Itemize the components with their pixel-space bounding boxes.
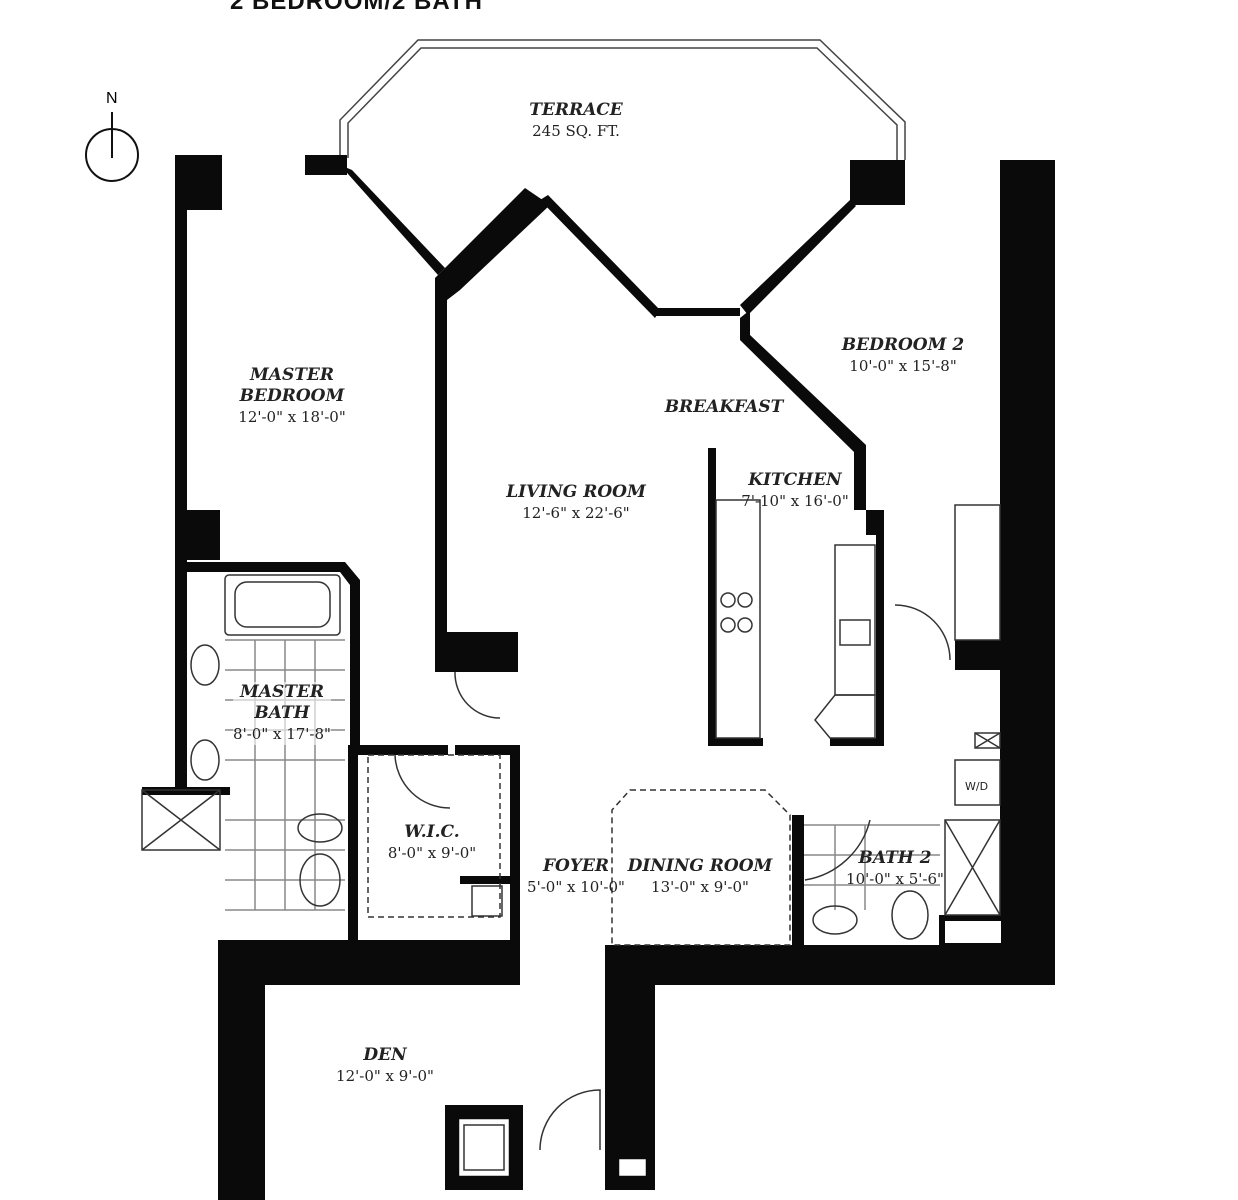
walls <box>142 155 1055 1200</box>
room-name: BREAKFAST <box>664 397 784 417</box>
toilet-icon <box>297 813 343 843</box>
room-label-master-bedroom: MASTER BEDROOM 12'-0" x 18'-0" <box>238 365 345 428</box>
door-swing <box>454 671 501 719</box>
sink-icon <box>839 619 871 646</box>
room-name: TERRACE <box>529 100 623 120</box>
room-label-kitchen: KITCHEN 7'-10" x 16'-0" <box>741 470 848 512</box>
door-swing <box>804 819 871 881</box>
room-name: FOYER <box>542 856 610 876</box>
room-name: KITCHEN <box>748 470 842 490</box>
shower-icon <box>944 819 1001 916</box>
bathtub-icon <box>224 574 341 636</box>
room-label-foyer: FOYER 5'-0" x 10'-0" <box>527 856 625 898</box>
room-size: 8'-0" x 17'-8" <box>233 725 331 743</box>
room-size: 245 SQ. FT. <box>532 122 620 140</box>
room-name: MASTER <box>239 682 325 702</box>
closet-rod <box>367 754 501 918</box>
room-label-breakfast: BREAKFAST <box>665 397 784 418</box>
room-name: BATH 2 <box>858 848 932 868</box>
room-size: 12'-6" x 22'-6" <box>522 504 630 522</box>
room-size: 5'-0" x 10'-0" <box>527 878 625 896</box>
room-label-den: DEN 12'-0" x 9'-0" <box>336 1045 434 1087</box>
washer-dryer <box>954 759 1001 806</box>
door-swing <box>539 1089 601 1151</box>
washer-dryer-label: W/D <box>965 780 988 793</box>
dining-area-outline <box>611 789 791 946</box>
room-label-dining-room: DINING ROOM 13'-0" x 9'-0" <box>628 856 773 898</box>
room-label-terrace: TERRACE 245 SQ. FT. <box>529 100 623 142</box>
room-name: MASTER <box>249 365 335 385</box>
room-name: BEDROOM <box>239 386 345 406</box>
room-label-master-bath: MASTER BATH 8'-0" x 17'-8" <box>233 682 331 745</box>
room-size: 12'-0" x 9'-0" <box>336 1067 434 1085</box>
room-label-living-room: LIVING ROOM 12'-6" x 22'-6" <box>506 482 646 524</box>
terrace-railing <box>339 39 906 160</box>
room-name: W.I.C. <box>404 822 460 842</box>
room-label-bedroom-2: BEDROOM 2 10'-0" x 15'-8" <box>842 335 964 377</box>
fireplace-icon <box>463 1124 505 1171</box>
room-label-wic: W.I.C. 8'-0" x 9'-0" <box>388 822 476 864</box>
shower-icon <box>141 789 221 851</box>
room-size: 8'-0" x 9'-0" <box>387 844 477 862</box>
room-name: BEDROOM 2 <box>841 335 965 355</box>
sink-icon <box>190 739 220 781</box>
toilet-icon <box>891 890 929 940</box>
room-name: BATH <box>254 703 310 723</box>
plan-title: 2 BEDROOM/2 BATH <box>230 0 483 15</box>
room-size: 7'-10" x 16'-0" <box>741 492 849 510</box>
room-name: DINING ROOM <box>627 856 773 876</box>
door-swing <box>394 754 451 809</box>
sink-icon <box>190 644 220 686</box>
room-size: 12'-0" x 18'-0" <box>238 408 346 426</box>
door-swing <box>894 604 951 661</box>
room-name: LIVING ROOM <box>506 482 646 502</box>
north-label: N <box>106 90 118 107</box>
sink-icon <box>471 885 503 917</box>
sink-icon <box>812 905 858 935</box>
room-label-bath-2: BATH 2 10'-0" x 5'-6" <box>846 848 944 890</box>
room-name: DEN <box>363 1045 407 1065</box>
room-size: 13'-0" x 9'-0" <box>651 878 749 896</box>
north-compass-icon <box>85 112 139 182</box>
room-size: 10'-0" x 5'-6" <box>846 870 944 888</box>
fixtures <box>141 499 1001 1176</box>
room-size: 10'-0" x 15'-8" <box>849 357 957 375</box>
